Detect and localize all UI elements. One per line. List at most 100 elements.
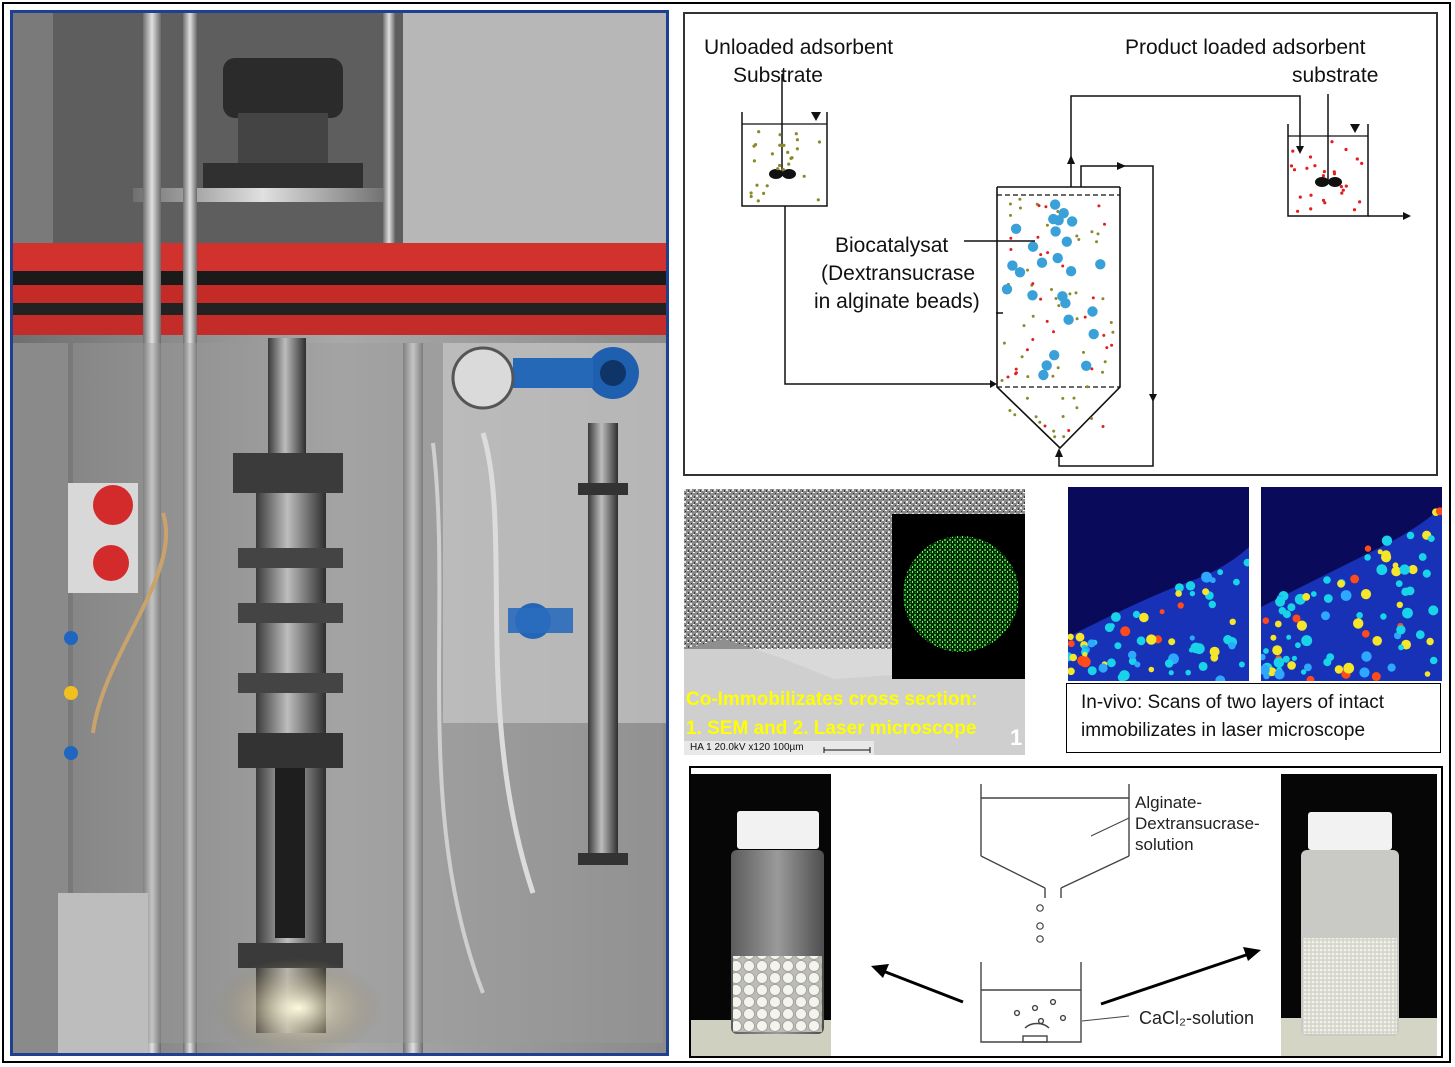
product-dot <box>1046 251 1050 255</box>
fluorescent-spot <box>1185 581 1196 591</box>
fluorescent-spot <box>1270 634 1277 641</box>
fluorescent-spot <box>1282 610 1291 619</box>
product-dot <box>1097 204 1101 208</box>
substrate-dot <box>778 133 782 137</box>
product-dot <box>1292 168 1297 172</box>
substrate-dot <box>1075 317 1079 321</box>
fluorescent-spot <box>1082 651 1088 658</box>
fluorescent-spot <box>1301 635 1313 647</box>
sem-caption-line2: 1. SEM and 2. Laser microscope <box>686 718 977 739</box>
fluorescent-spot <box>1396 625 1406 635</box>
alginate-bead <box>1088 328 1099 340</box>
fluorescent-spot <box>1429 656 1438 665</box>
fluorescent-spot <box>1274 620 1282 628</box>
product-dot <box>1352 208 1357 212</box>
product-dot <box>1025 348 1029 352</box>
fluorescent-spot <box>1323 594 1333 603</box>
substrate-dot <box>1025 396 1029 400</box>
substrate-dot <box>802 174 806 178</box>
substrate-dot <box>765 184 769 188</box>
fluorescent-spot <box>1360 589 1372 600</box>
substrate-dot <box>1103 360 1107 364</box>
fluorescent-spot <box>1364 554 1371 561</box>
substrate-dot <box>1090 417 1093 420</box>
fluorescent-spot <box>1259 664 1270 676</box>
substrate-dot <box>1008 202 1012 206</box>
biocatalyst-label-line2: (Dextransucrase <box>821 262 976 285</box>
fluorescent-spot <box>1209 577 1216 584</box>
alginate-bead <box>1095 259 1106 270</box>
fluorescent-spot <box>1380 613 1387 620</box>
fluorescent-spot <box>1395 580 1403 587</box>
product-dot <box>1344 184 1348 188</box>
fluorescent-spot <box>1302 593 1311 601</box>
product-dot <box>1009 248 1013 251</box>
fluorescent-spot <box>1208 600 1216 609</box>
substrate-dot <box>1062 435 1066 439</box>
fluorescent-spot <box>1132 610 1141 618</box>
alginate-bead <box>1061 236 1072 247</box>
substrate-dot <box>786 150 790 154</box>
product-dot <box>1037 204 1041 208</box>
fluorescent-spot <box>1164 659 1174 668</box>
substrate-dot <box>762 191 766 195</box>
product-dot <box>1296 209 1300 213</box>
fluorescent-spot <box>1148 666 1155 673</box>
product-dot <box>1309 207 1313 211</box>
fluorescent-spot <box>1343 662 1355 674</box>
process-diagram-panel: Unloaded adsorbent Substrate Product loa… <box>683 12 1438 476</box>
fluorescent-spot <box>1323 658 1332 667</box>
reactor-photo <box>10 10 669 1056</box>
fluorescent-spot <box>1189 635 1195 641</box>
fluorescent-spot <box>1387 663 1396 672</box>
cacl2-beaker <box>980 962 1082 1043</box>
product-dot <box>1061 264 1065 268</box>
product-dot <box>1052 330 1055 334</box>
fluorescent-spot <box>1435 507 1444 516</box>
fluorescent-spot <box>1136 636 1146 646</box>
product-dot <box>1006 375 1010 379</box>
fluorescent-spot <box>1233 578 1240 586</box>
fluorescent-spot <box>1418 553 1427 561</box>
substrate-dot <box>1061 415 1065 418</box>
alginate-bead <box>1052 252 1063 264</box>
fluorescent-spot <box>1275 596 1286 607</box>
fluorescent-spot <box>1107 658 1116 668</box>
product-dot <box>1313 164 1317 168</box>
substrate-dot <box>790 156 794 160</box>
fluorescent-spot <box>1273 657 1285 668</box>
fluorescent-spot <box>1201 571 1212 583</box>
fluorescent-spot <box>1340 590 1352 601</box>
substrate-dot <box>1075 234 1079 238</box>
alginate-bead <box>1057 291 1068 302</box>
substrate-dot <box>1090 230 1094 234</box>
fluorescent-spot <box>1381 550 1391 560</box>
fluorescent-spot <box>1334 665 1344 674</box>
substrate-dot <box>1034 415 1038 419</box>
substrate-dot <box>778 163 782 168</box>
product-dot <box>1291 149 1295 153</box>
product-dot <box>1014 367 1018 371</box>
unloaded-adsorbent-label-line1: Unloaded adsorbent <box>704 36 894 59</box>
laser-bead-image <box>903 536 1019 652</box>
fluorescent-spot <box>1406 531 1415 540</box>
substrate-dot <box>795 147 799 151</box>
product-dot <box>1322 170 1326 174</box>
fluorescent-spot <box>1408 564 1418 575</box>
fluorescent-spot <box>1310 591 1317 597</box>
invivo-caption-box: In-vivo: Scans of two layers of intact i… <box>1066 683 1441 753</box>
alginate-bead <box>1041 360 1052 371</box>
fluorescent-spot <box>1428 605 1439 616</box>
substrate-dot <box>1111 330 1115 334</box>
alginate-bead <box>1053 215 1064 226</box>
fluorescent-spot <box>1210 653 1219 662</box>
product-dot <box>1036 235 1040 239</box>
fluorescent-spot <box>1398 644 1404 651</box>
sem-scale-info: HA 1 20.0kV x120 100µm <box>690 742 804 753</box>
fluorescent-spot <box>1262 617 1270 624</box>
substrate-dot <box>1068 292 1072 296</box>
fluorescent-spot <box>1350 574 1359 584</box>
substrate-dot <box>1061 396 1065 400</box>
fluorescent-spot <box>1175 590 1182 597</box>
